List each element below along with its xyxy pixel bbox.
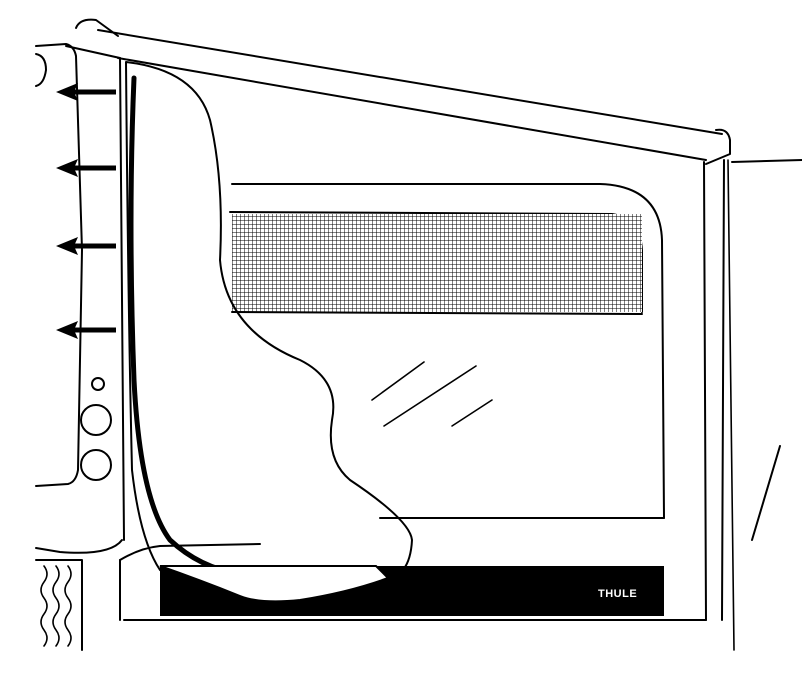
mesh-screen (232, 214, 642, 312)
left-arrow-icon (56, 83, 116, 101)
fabric-flap (125, 61, 413, 602)
awning-frame (75, 18, 802, 651)
bottom-strip: THULE (123, 565, 707, 621)
left-arrow-icon (56, 159, 116, 177)
arrow-head (56, 83, 78, 101)
thule-logo: THULE (598, 588, 637, 600)
window-panel (229, 183, 665, 519)
tire-tread-lines (40, 565, 72, 647)
arrow-head (56, 159, 78, 177)
vehicle-body (35, 43, 261, 651)
arrow-head (56, 237, 78, 255)
left-arrow-icon (56, 237, 116, 255)
left-arrow-icon (56, 321, 116, 339)
body-circles (80, 377, 112, 481)
direction-arrows (56, 83, 116, 339)
arrow-head (56, 321, 78, 339)
